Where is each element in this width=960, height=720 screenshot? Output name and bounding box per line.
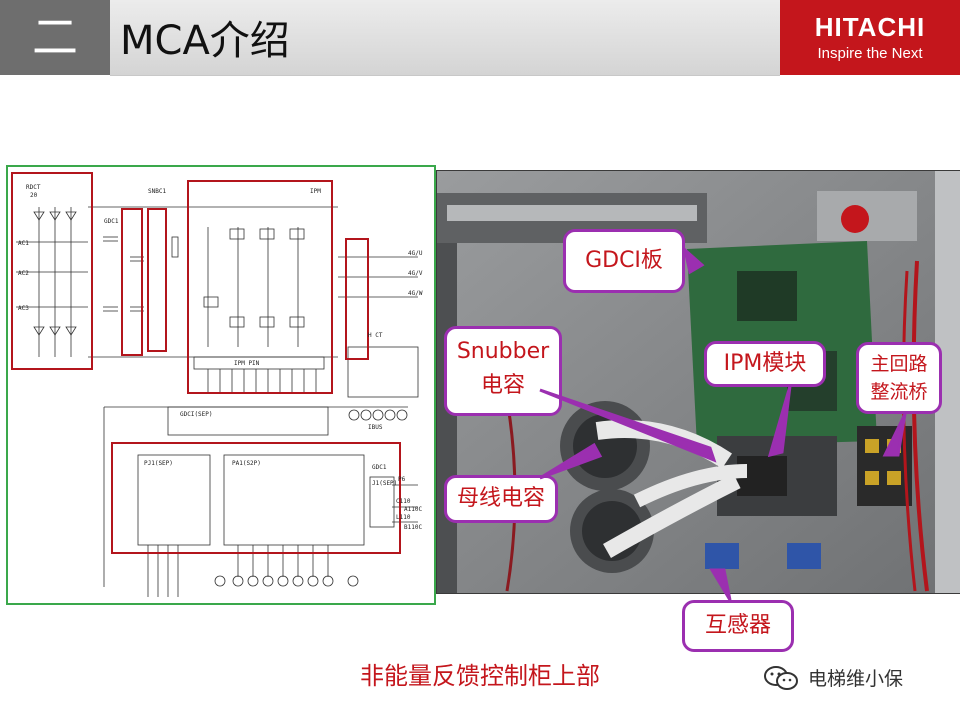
logo-name: HITACHI — [814, 12, 926, 42]
label-p6: P6 — [398, 476, 406, 483]
callout-snubber-capacitor: Snubber 电容 — [444, 326, 562, 416]
watermark-text: 电梯维小保 — [808, 668, 904, 690]
label-hct: H CT — [368, 332, 383, 339]
label-rdct: RDCT — [26, 184, 41, 191]
callout-gdci-text: GDCI板 — [585, 248, 663, 273]
callout-snubber-line2: 电容 — [480, 373, 525, 398]
callout-ipm-module: IPM模块 — [704, 341, 826, 387]
label-out-w: 4G/W — [408, 290, 423, 297]
label-rdct-sub: 20 — [30, 192, 38, 199]
label-out-u: 4G/U — [408, 250, 423, 257]
callout-current-transformer: 互感器 — [682, 600, 794, 652]
schematic-svg: RDCT 20 AC1 AC2 AC3 GDC1 SNBC1 IPM IPM P… — [11, 172, 423, 597]
label-ipm-pin: IPM PIN — [234, 360, 260, 367]
callout-rectifier-line1: 主回路 — [870, 353, 928, 375]
photo-caption: 非能量反馈控制柜上部 — [360, 662, 600, 690]
label-a110c: A110C — [404, 506, 422, 513]
callout-snubber-line1: Snubber — [456, 339, 550, 364]
label-c110: C110 — [396, 498, 411, 505]
callout-bus-capacitor: 母线电容 — [444, 475, 558, 523]
label-gdc1: GDC1 — [372, 464, 387, 471]
label-pa1: PA1(S2P) — [232, 460, 261, 467]
label-b110c: B110C — [404, 524, 422, 531]
label-j1: J1(SEP) — [372, 480, 397, 487]
label-ipm: IPM — [310, 188, 321, 195]
callout-main-rectifier: 主回路 整流桥 — [856, 342, 942, 414]
label-ac3: AC3 — [18, 305, 29, 312]
label-snbc: SNBC1 — [148, 188, 166, 195]
schematic-diagram: RDCT 20 AC1 AC2 AC3 GDC1 SNBC1 IPM IPM P… — [6, 165, 436, 605]
title-bar — [110, 0, 780, 76]
label-ac2: AC2 — [18, 270, 29, 277]
callout-transformer-text: 互感器 — [704, 613, 771, 638]
section-number: 二 — [0, 0, 110, 75]
page-title: MCA介绍 — [120, 18, 290, 64]
label-pj1: PJ1(SEP) — [144, 460, 173, 467]
label-ac1: AC1 — [18, 240, 29, 247]
label-out-v: 4G/V — [408, 270, 423, 277]
callout-ipm-text: IPM模块 — [723, 351, 807, 376]
logo-tagline: Inspire the Next — [817, 45, 923, 62]
label-gdc: GDC1 — [104, 218, 119, 225]
label-gdci-pin: GDCI(SEP) — [180, 411, 213, 418]
label-ibus: IBUS — [368, 424, 383, 431]
hitachi-logo: HITACHI Inspire the Next — [780, 0, 960, 75]
label-l110: L110 — [396, 514, 411, 521]
callout-rectifier-line2: 整流桥 — [870, 381, 928, 403]
wechat-icon — [764, 666, 798, 690]
callout-bus-cap-text: 母线电容 — [456, 486, 545, 511]
callout-gdci-board: GDCI板 — [563, 229, 685, 293]
